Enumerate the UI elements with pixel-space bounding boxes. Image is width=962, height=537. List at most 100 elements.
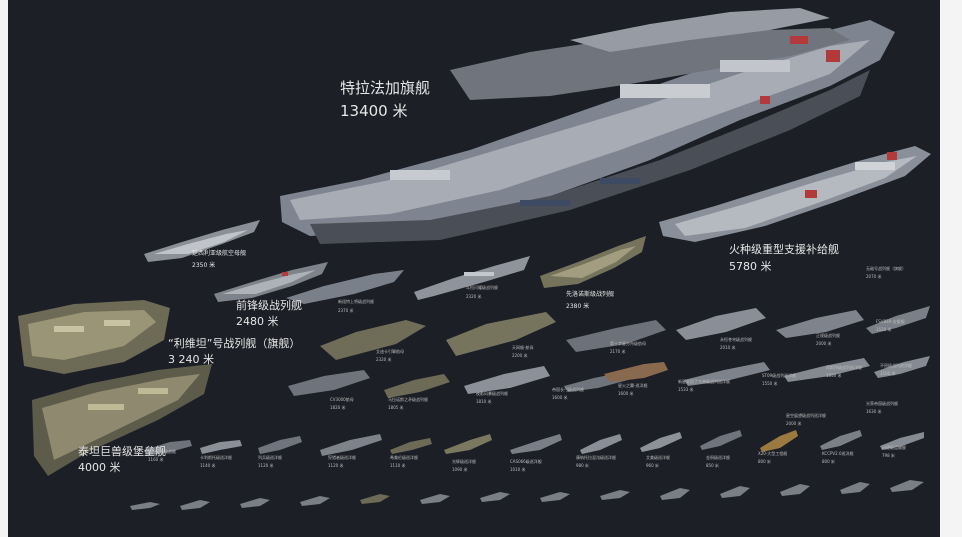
label-m11-length: 1550 米 [826, 372, 842, 378]
ship-row3 [320, 306, 930, 360]
label-support: 火种级重型支援补给舰 5780 米 [729, 243, 839, 273]
label-kccp-length: 800 米 [822, 458, 835, 464]
label-cv3000: CV3000航母 1820 米 [330, 397, 354, 410]
label-kang: 康纳托拉混沌级巡洋舰 980 米 [576, 455, 616, 468]
label-cas066-name: CAS066级巡洋舰 [510, 459, 542, 464]
label-raider-name: 先洛诺斯级战列舰 [566, 291, 615, 298]
label-flagship-length: 13400 米 [340, 102, 408, 121]
label-leviathan-length: 3 240 米 [168, 352, 214, 366]
label-nameless-r-name: 无敌号战列舰（旗舰） [866, 266, 906, 271]
label-cas066: CAS066级巡洋舰 1010 米 [510, 459, 542, 472]
label-m5: 正规级战列舰 2000 米 [816, 333, 840, 346]
label-fortress: 泰坦巨兽级堡垒舰 4000 米 [78, 445, 166, 474]
ship-support [659, 146, 931, 242]
label-devil-length: 1160 米 [148, 456, 164, 462]
label-m4-length: 2010 米 [720, 344, 736, 350]
label-guard-length: 1120 米 [328, 462, 344, 468]
ship-raider [540, 236, 646, 288]
label-flagship: 特拉法加旗舰 13400 米 [340, 79, 431, 121]
label-cruiser-b: 斗恒闪耀级战列舰 2320 米 [466, 285, 498, 299]
label-arc: 列兵级巡洋舰 1120 米 [258, 455, 282, 468]
label-leviathan-name: “利维坦”号战列舰（旗舰） [168, 337, 301, 350]
label-m3-length: 2170 米 [610, 348, 626, 354]
label-cruiser-b-name: 斗恒闪耀级战列舰 [466, 285, 498, 290]
label-m6-name: 夜影风暴级战列舰 [476, 391, 508, 396]
label-raider-length: 2380 米 [566, 302, 590, 310]
label-m3: 第十字星方舟级航母 2170 米 [610, 341, 646, 354]
label-m12: 不屈级战列巡洋舰 1500 米 [880, 363, 912, 376]
label-ayi-length: 960 米 [646, 462, 659, 468]
label-capt-length: 1140 米 [200, 462, 216, 468]
label-royal-length: 1630 米 [866, 408, 882, 414]
ship-leviathan [18, 300, 170, 374]
ship-flagship [280, 8, 895, 244]
label-devil: 泰坦巨兽级战舰 1160 米 [148, 449, 176, 462]
label-xun: 迅捷级运输舰 798 米 [882, 445, 906, 458]
label-sky: 希美伦级巡洋舰 1110 米 [390, 455, 418, 468]
label-gold-name: 金铜级巡洋舰 [706, 455, 730, 460]
label-kang-length: 980 米 [576, 462, 589, 468]
label-m2-length: 2200 米 [512, 352, 528, 358]
label-m8-name: 星火之翼-巡洋舰 [618, 383, 648, 388]
label-kccp: KCCPV2.0巡洋舰 800 米 [822, 451, 854, 464]
label-m13-length: 2000 米 [786, 420, 802, 426]
label-flagship-name: 特拉法加旗舰 [340, 79, 431, 97]
label-ayi-name: 艾美级巡洋舰 [646, 455, 670, 460]
label-m10-length: 1550 米 [762, 380, 778, 386]
label-marco-name: 马拉诺斯之矛级战列舰 [388, 397, 428, 402]
label-gold: 金铜级巡洋舰 850 米 [706, 455, 730, 468]
label-xun-length: 798 米 [882, 452, 895, 458]
label-m4-name: 永恒苍穹级战列舰 [720, 337, 752, 342]
label-m1-name: 艾迪卡引擎航母 [376, 349, 404, 354]
label-vanguard: 前锋级战列舰 2480 米 [236, 299, 302, 328]
label-m4: 永恒苍穹级战列舰 2010 米 [720, 337, 752, 350]
label-cruiser-a-length: 2370 米 [338, 307, 354, 313]
label-m9-length: 1533 米 [678, 386, 694, 392]
label-vanguard-length: 2480 米 [236, 314, 279, 328]
label-raider: 先洛诺斯级战列舰 2380 米 [566, 291, 615, 311]
label-x20-length: 800 米 [758, 458, 771, 464]
label-sky-length: 1110 米 [390, 462, 406, 468]
label-m12-length: 1500 米 [880, 370, 896, 376]
label-m6: 夜影风暴级战列舰 1810 米 [476, 391, 508, 404]
label-m13-name: 星空展望级战列巡洋舰 [786, 413, 826, 418]
label-m7-name: 帝国长弓级战列舰 [552, 387, 584, 392]
label-fsv-name: FSV830-支援舰 [876, 319, 905, 324]
label-royal-name: 光荣帝国级战列舰 [866, 401, 898, 406]
label-m1: 艾迪卡引擎航母 2320 米 [376, 349, 404, 362]
label-fortress-name: 泰坦巨兽级堡垒舰 [78, 445, 166, 458]
label-cas066-length: 1010 米 [510, 466, 526, 472]
label-light-name: 光辉级巡洋舰 [452, 459, 476, 464]
label-m5-name: 正规级战列舰 [816, 333, 840, 338]
label-m6-length: 1810 米 [476, 398, 492, 404]
label-leviathan: “利维坦”号战列舰（旗舰） 3 240 米 [168, 337, 301, 366]
label-cruiser-b-length: 2320 米 [466, 293, 482, 299]
label-x20: X20-大型工程舰 800 米 [758, 451, 788, 464]
label-m9: 新星太阳了大帝级战列巡洋舰 1533 米 [678, 379, 730, 392]
label-arc-name: 列兵级巡洋舰 [258, 455, 282, 460]
label-m10-name: ST09级战列巡洋舰 [762, 373, 797, 378]
label-light: 光辉级巡洋舰 1090 米 [452, 459, 476, 472]
label-ayi: 艾美级巡洋舰 960 米 [646, 455, 670, 468]
label-m13: 星空展望级战列巡洋舰 2000 米 [786, 413, 826, 426]
ship-carrier-a [144, 220, 260, 262]
label-devil-name: 泰坦巨兽级战舰 [148, 449, 176, 454]
label-carrier-a-name: 楚西利亚级航空母舰 [192, 250, 247, 257]
ship-row6 [130, 480, 924, 510]
ship-fortress [32, 364, 212, 476]
label-support-length: 5780 米 [729, 259, 772, 273]
label-gold-length: 850 米 [706, 462, 719, 468]
label-m8-length: 1600 米 [618, 390, 634, 396]
label-m11-name: 荷斯特级战列巡洋舰 [826, 365, 862, 370]
ship-row5 [144, 430, 924, 456]
label-x20-name: X20-大型工程舰 [758, 451, 788, 456]
label-cv3000-name: CV3000航母 [330, 397, 354, 402]
label-m11: 荷斯特级战列巡洋舰 1550 米 [826, 365, 862, 378]
label-kang-name: 康纳托拉混沌级巡洋舰 [576, 455, 616, 460]
label-m2: 天网舰-航母 2200 米 [512, 345, 533, 358]
label-kccp-name: KCCPV2.0巡洋舰 [822, 451, 854, 456]
label-m1-length: 2320 米 [376, 356, 392, 362]
label-m3-name: 第十字星方舟级航母 [610, 341, 646, 346]
label-royal: 光荣帝国级战列舰 1630 米 [866, 401, 898, 414]
label-m7: 帝国长弓级战列舰 1600 米 [552, 387, 584, 400]
